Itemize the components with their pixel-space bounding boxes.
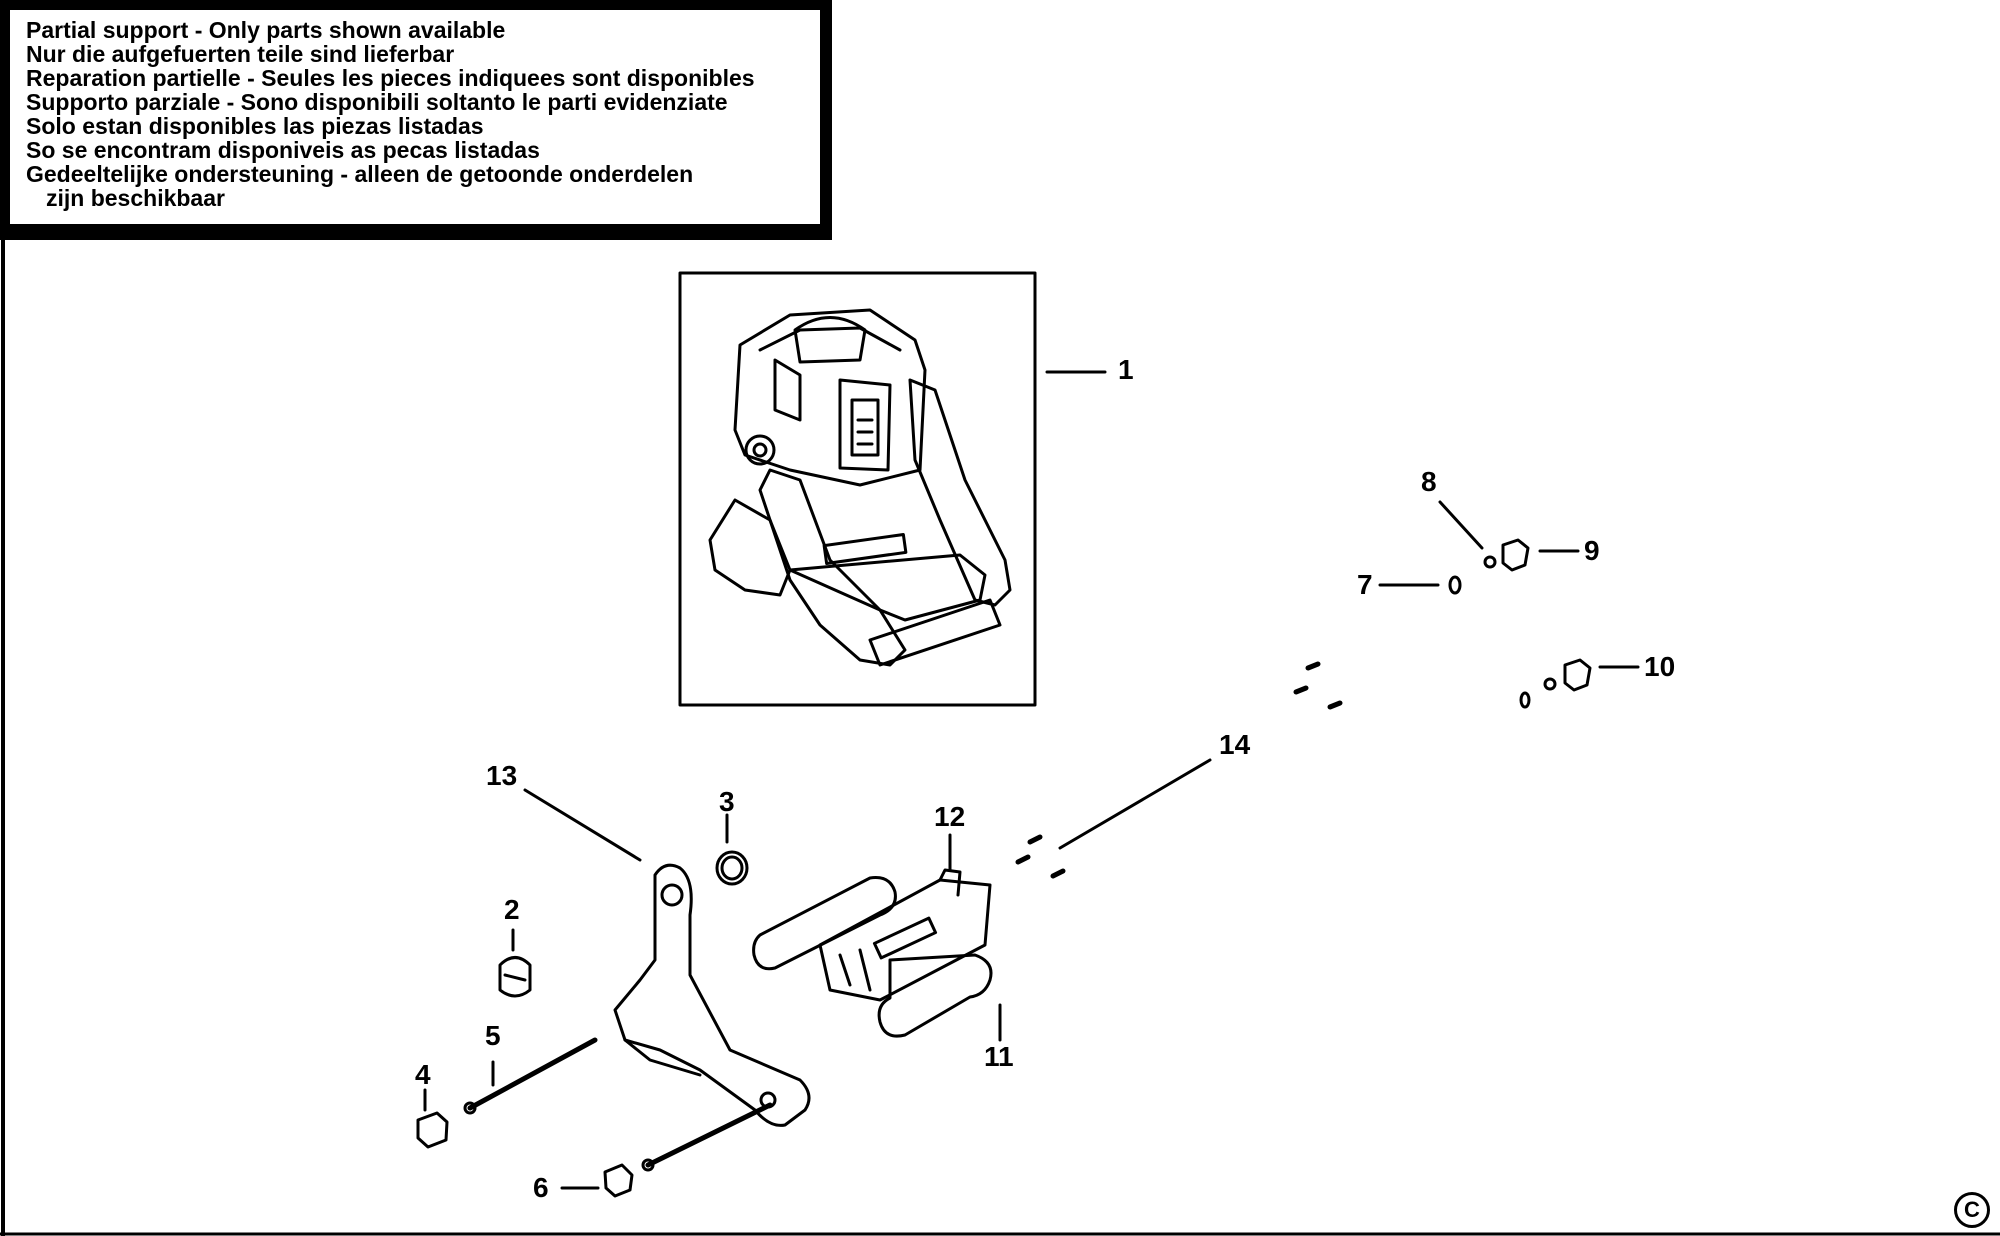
notice-line-en: Partial support - Only parts shown avail… (26, 17, 506, 43)
notice-line-de: Nur die aufgefuerten teile sind lieferba… (26, 41, 455, 67)
part-4-nut (416, 1111, 449, 1149)
part-14-screw (1015, 854, 1031, 865)
part-1-top-knob (793, 316, 867, 364)
callout-12: 12 (934, 801, 966, 832)
availability-notice-text: Partial support - Only parts shown avail… (10, 10, 820, 224)
part-14-screw (1050, 868, 1066, 879)
part-3-oring-inner (720, 855, 744, 881)
part-1-tray-slot (822, 533, 908, 565)
callout-6: 6 (533, 1172, 549, 1203)
part-13-leg (613, 863, 811, 1127)
part-1-battery-socket (838, 378, 892, 472)
part-1-front-leg (758, 468, 907, 667)
part-5-bolt-head (463, 1101, 477, 1115)
part-10-clip (1563, 658, 1592, 692)
part-12-rib (838, 953, 852, 987)
notice-line-fr: Reparation partielle - Seules les pieces… (26, 65, 755, 91)
part-1-assembly (708, 308, 1012, 667)
notice-line-pt: So se encontram disponiveis as pecas lis… (26, 137, 540, 163)
part-12-tray (818, 878, 992, 1002)
callout-7: 7 (1357, 569, 1373, 600)
leader-13 (523, 788, 642, 862)
part-1-lower-tube (868, 598, 1002, 667)
callout-9: 9 (1584, 535, 1600, 566)
screw (1305, 661, 1321, 671)
leader-14 (1058, 758, 1212, 850)
part-1-head-ridge (758, 326, 902, 352)
notice-line-nl: Gedeeltelijke ondersteuning - alleen de … (26, 161, 694, 187)
leader-8 (1438, 500, 1484, 550)
notice-line-es: Solo estan disponibles las piezas listad… (26, 113, 484, 139)
part-1-rear-leg (908, 378, 1012, 607)
part-3-oring (715, 850, 749, 886)
part-1-socket-contacts (850, 398, 880, 457)
callout-8: 8 (1421, 466, 1437, 497)
part-11-upper-tube (752, 876, 897, 971)
part-8-nut (1483, 555, 1497, 569)
callout-4: 4 (415, 1059, 431, 1090)
part-9-clip (1501, 538, 1530, 572)
part-1-side-panel (773, 358, 802, 422)
callout-11: 11 (984, 1041, 1014, 1072)
part-5-bolt-lower (645, 1102, 773, 1168)
part-10-nut (1543, 677, 1557, 691)
part-14-screw (1027, 834, 1043, 845)
callout-1: 1 (1118, 354, 1134, 385)
part-1-base-tray (788, 553, 987, 622)
callout-3: 3 (719, 786, 735, 817)
callout-13: 13 (486, 760, 518, 791)
screw (1327, 700, 1343, 710)
notice-line-nl-cont: zijn beschikbaar (46, 185, 225, 211)
part-2-knob (498, 956, 532, 998)
callout-5: 5 (485, 1020, 501, 1051)
part-13-foot-edge (623, 1038, 702, 1077)
part-6-nut (603, 1163, 634, 1198)
notice-line-it: Supporto parziale - Sono disponibili sol… (26, 89, 728, 115)
part-12-rib (858, 948, 872, 992)
availability-notice-box: Partial support - Only parts shown avail… (0, 0, 832, 240)
callout-10: 10 (1644, 651, 1676, 682)
part-5-bolt-lower-head (641, 1158, 655, 1172)
part-1-head-housing (733, 308, 927, 487)
part-1-left-foot (708, 498, 792, 597)
callout-14: 14 (1219, 729, 1251, 760)
part-13-pivot (660, 883, 684, 907)
part-1-side-knob (744, 434, 776, 466)
part-1-frame (678, 271, 1037, 707)
part-10-washer (1519, 691, 1531, 709)
part-12-tray-slot (872, 916, 938, 960)
part-1-side-knob-center (752, 442, 768, 458)
part-12-tray-lip (938, 868, 962, 897)
callout-2: 2 (504, 894, 520, 925)
screw (1293, 685, 1309, 695)
copyright-symbol: C (1954, 1192, 1990, 1228)
part-2-knob-grip (503, 973, 527, 982)
part-7-washer (1448, 575, 1462, 595)
part-11-lower-tube (877, 953, 993, 1038)
part-5-bolt-upper (467, 1037, 598, 1111)
